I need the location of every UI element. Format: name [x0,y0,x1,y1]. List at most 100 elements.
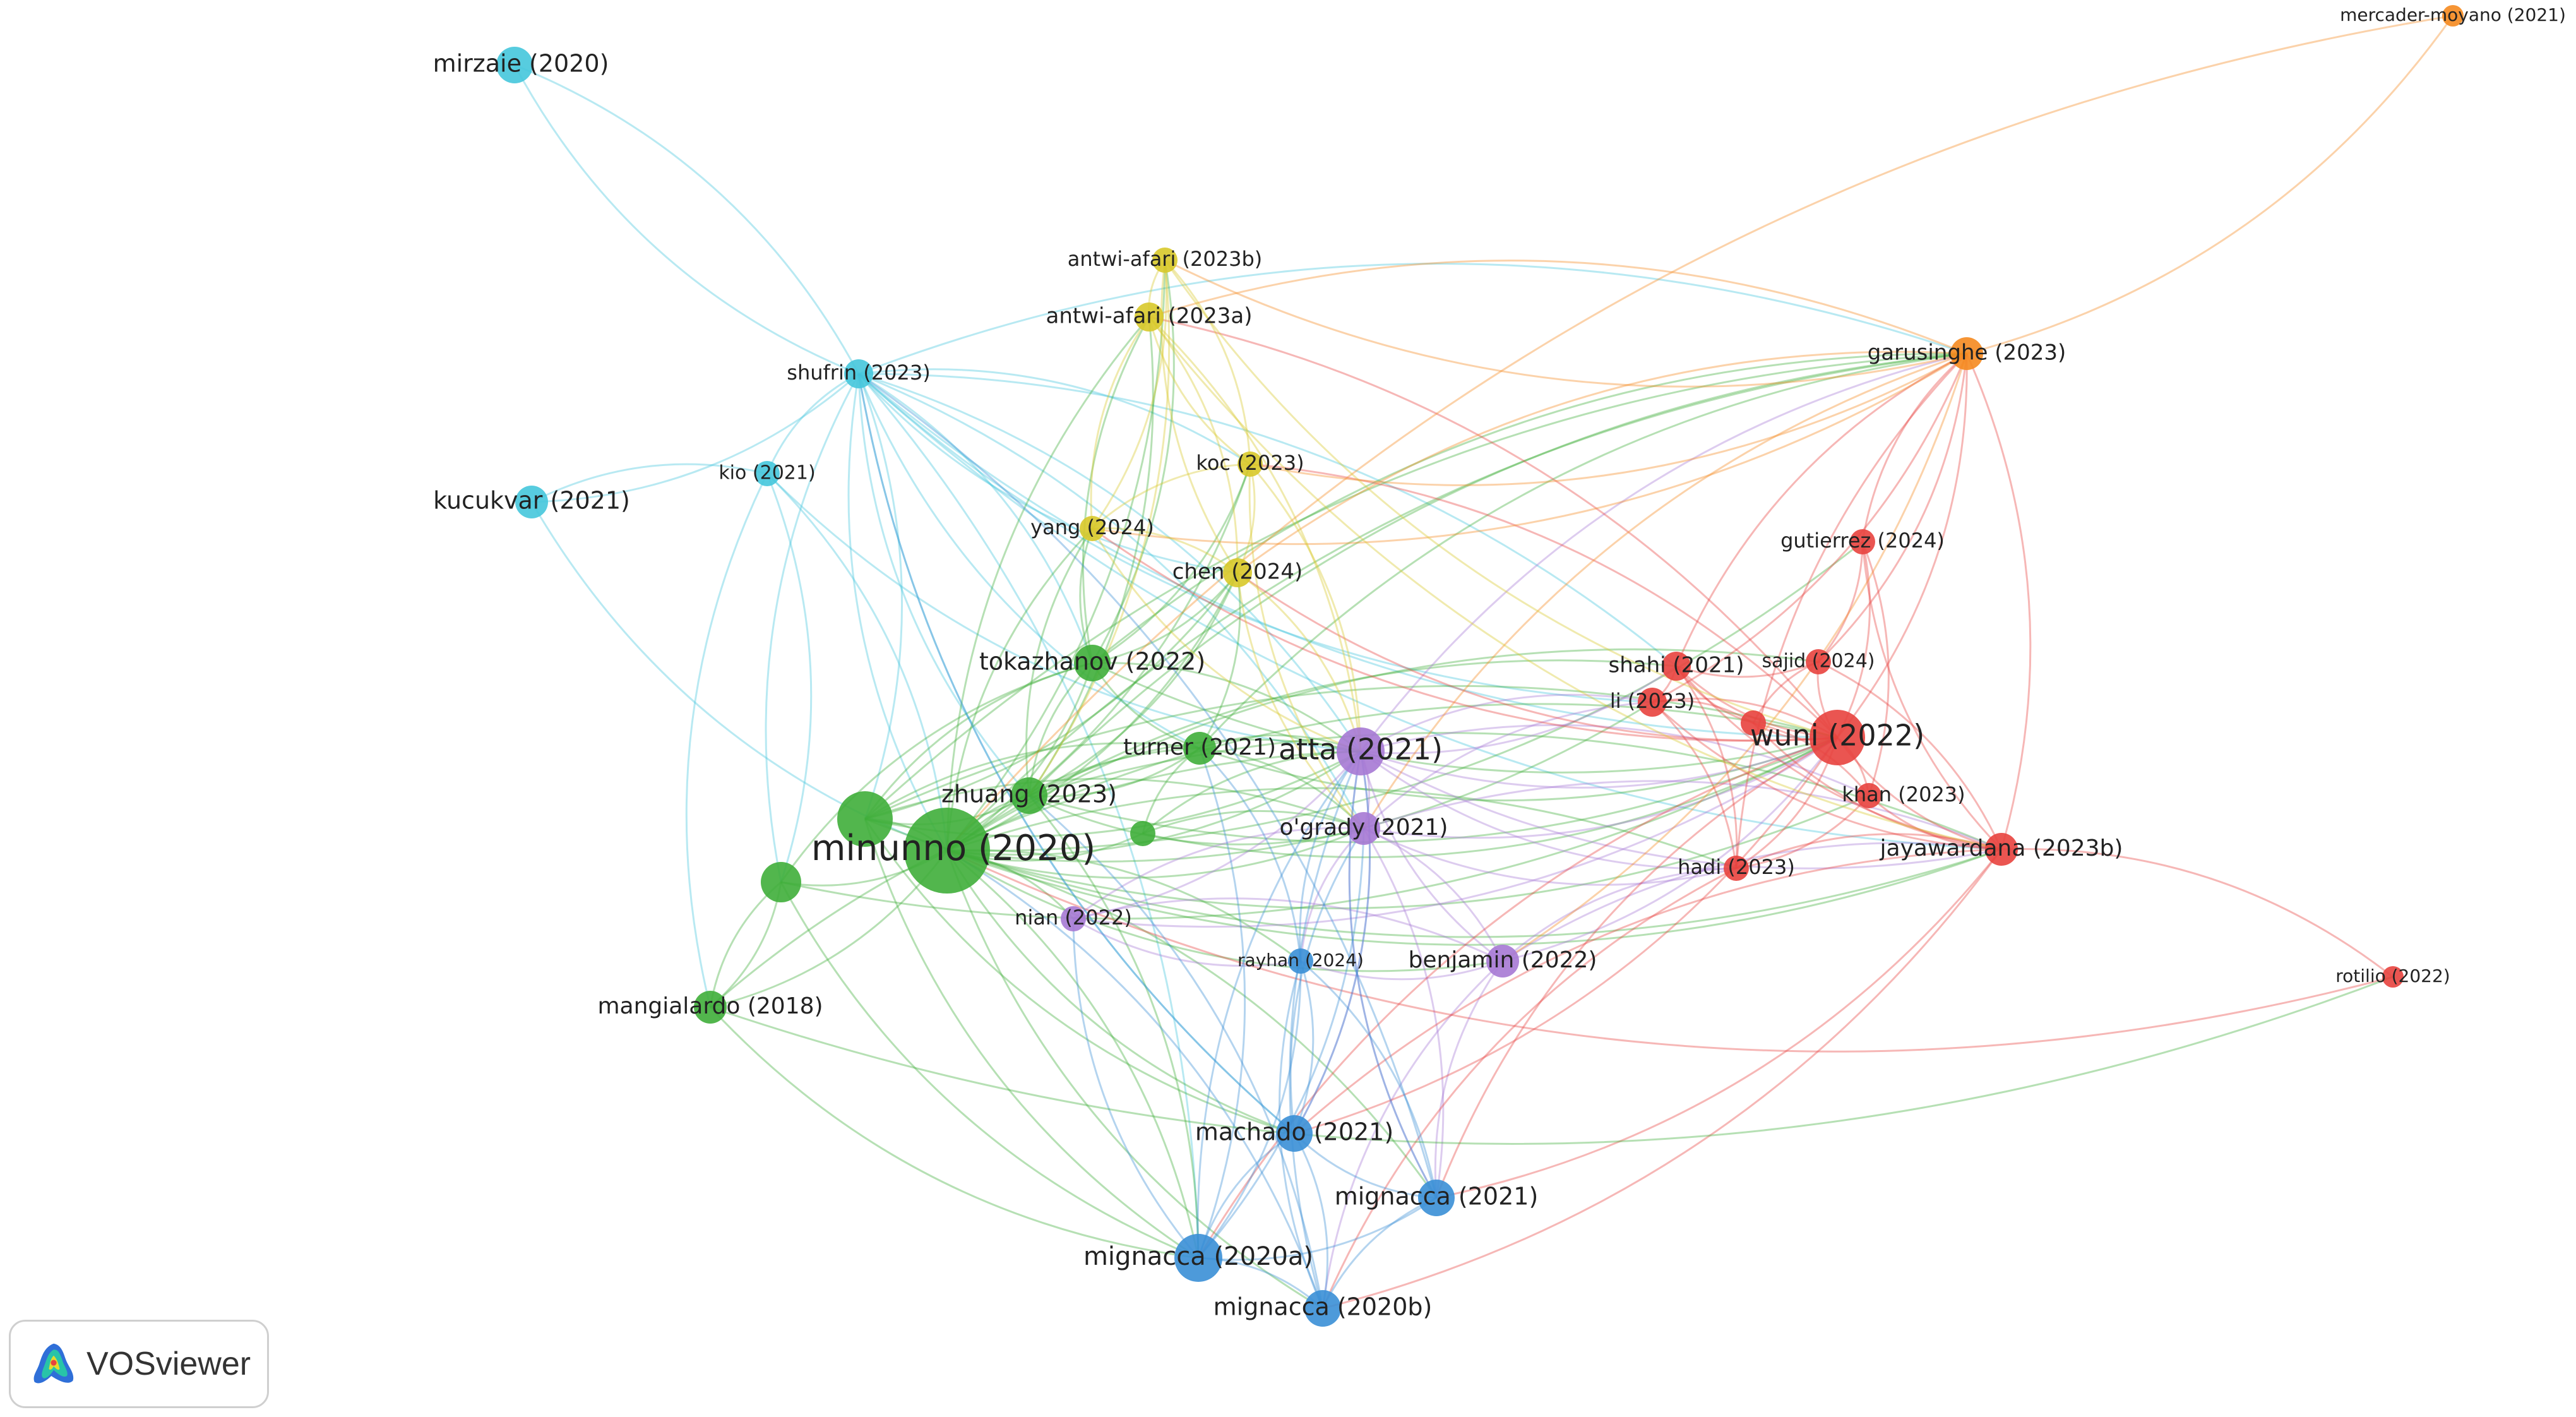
network-link [1091,260,1175,664]
network-link [1360,736,1838,789]
network-link [530,501,948,852]
node-label-rayhan2024[interactable]: rayhan (2024) [1237,950,1364,971]
node-antwiafari2023a[interactable] [1135,302,1164,332]
network-link [1164,260,1838,739]
node-label-li2023[interactable]: li (2023) [1610,689,1695,713]
node-nian2022[interactable] [1061,906,1086,931]
node-label-turner2021[interactable]: turner (2021) [1123,734,1276,760]
node-koc2023[interactable] [1237,451,1263,477]
node-label-mignacca2020b[interactable]: mignacca (2020b) [1213,1293,1433,1321]
node-label-ogrady2021[interactable]: o'grady (2021) [1280,815,1448,840]
node-label-benjamin2022[interactable]: benjamin (2022) [1409,947,1597,973]
node-mignacca2020b[interactable] [1304,1290,1341,1327]
node-label-minunno2020[interactable]: minunno (2020) [811,828,1095,869]
network-link [1502,737,1839,962]
node-label-kio2021[interactable]: kio (2021) [719,462,815,484]
node-sajid2024[interactable] [1806,649,1831,674]
node-label-garusinghe2023[interactable]: garusinghe (2023) [1868,340,2066,366]
node-label-sajid2024[interactable]: sajid (2024) [1762,650,1875,673]
node-label-hadi2023[interactable]: hadi (2023) [1678,855,1795,879]
node-label-shahi2021[interactable]: shahi (2021) [1609,653,1744,678]
node-mignacca2020a[interactable] [1174,1234,1222,1282]
node-yang2024[interactable] [1080,516,1105,541]
node-label-tokazhanov2022[interactable]: tokazhanov (2022) [979,648,1205,676]
node-atta2021[interactable] [1337,727,1385,775]
node-label-shufrin2023[interactable]: shufrin (2023) [787,361,930,385]
network-link [946,849,1503,972]
node-li2023[interactable] [1638,688,1667,717]
node-kucukvar2021[interactable] [515,486,548,518]
node-hadi2023[interactable] [1724,856,1749,881]
node-label-koc2023[interactable]: koc (2023) [1196,451,1304,475]
node-label-antwiafari2023a[interactable]: antwi-afari (2023a) [1046,304,1252,329]
node-label-atta2021[interactable]: atta (2021) [1279,732,1443,767]
network-link [857,373,1653,703]
network-link [946,260,1166,851]
node-shahi2021[interactable] [1662,652,1691,681]
node-mignacca2021[interactable] [1418,1180,1455,1216]
node-chen2024[interactable] [1223,558,1252,587]
node-turner2021[interactable] [1183,732,1216,765]
node-jayawardana2023b[interactable] [1985,833,2018,866]
node-g_big[interactable] [837,791,893,847]
node-shufrin2023[interactable] [844,359,873,388]
node-label-zhuang2023[interactable]: zhuang (2023) [941,780,1117,808]
node-label-jayawardana2023b[interactable]: jayawardana (2023b) [1880,835,2123,861]
node-zhuang2023[interactable] [1011,777,1047,814]
network-link [1676,661,1819,678]
network-link [1249,463,1362,752]
node-khan2023[interactable] [1856,783,1881,808]
network-link [1197,960,1302,1259]
network-link [1861,352,1967,542]
network-link [858,373,1677,667]
node-label-rotilio2022[interactable]: rotilio (2022) [2335,966,2450,986]
node-label-mirzaie2020[interactable]: mirzaie (2020) [433,50,609,78]
network-link [1028,795,1200,1259]
node-label-nian2022[interactable]: nian (2022) [1015,906,1132,930]
node-label-gutierrez2024[interactable]: gutierrez (2024) [1780,529,1945,553]
node-label-kucukvar2021[interactable]: kucukvar (2021) [433,487,630,515]
network-link [513,64,859,375]
node-label-mignacca2020a[interactable]: mignacca (2020a) [1083,1242,1313,1271]
node-ogrady2021[interactable] [1347,812,1380,845]
node-label-mercadermoyano2021[interactable]: mercader-moyano (2021) [2340,4,2566,25]
node-garusinghe2023[interactable] [1950,337,1983,370]
vosviewer-logo[interactable]: VOSviewer [9,1320,269,1408]
node-label-wuni2022[interactable]: wuni (2022) [1750,719,1924,753]
node-mercadermoyano2021[interactable] [2442,5,2464,27]
node-rayhan2024[interactable] [1288,948,1313,974]
node-g_small[interactable] [1130,821,1155,846]
node-gutierrez2024[interactable] [1850,529,1875,554]
node-g_mid[interactable] [761,862,801,902]
node-label-yang2024[interactable]: yang (2024) [1030,515,1154,539]
node-mirzaie2020[interactable] [496,47,533,83]
node-wuni2022[interactable] [1810,710,1865,765]
node-label-machado2021[interactable]: machado (2021) [1195,1118,1393,1146]
network-link [1091,528,1361,753]
node-label-antwiafari2023b[interactable]: antwi-afari (2023b) [1068,247,1262,271]
network-link [857,373,1030,796]
node-tokazhanov2022[interactable] [1074,645,1111,681]
network-link [1092,352,1967,546]
network-link [858,373,1365,829]
node-label-khan2023[interactable]: khan (2023) [1842,782,1965,806]
network-link [1249,463,1839,739]
node-antwiafari2023b[interactable] [1152,248,1178,273]
node-r_small[interactable] [1741,710,1766,736]
node-label-mignacca2021[interactable]: mignacca (2021) [1335,1183,1539,1211]
network-link [1197,736,1838,1259]
node-minunno2020[interactable] [904,808,990,894]
node-rotilio2022[interactable] [2382,966,2404,988]
node-label-chen2024[interactable]: chen (2024) [1172,559,1303,585]
node-label-mangialardo2018[interactable]: mangialardo (2018) [597,993,823,1019]
network-link [1164,259,1967,388]
node-mangialardo2018[interactable] [694,991,727,1024]
network-link [1363,780,2002,851]
node-kio2021[interactable] [754,461,780,486]
node-benjamin2022[interactable] [1486,945,1519,978]
vosviewer-logo-icon [33,1343,74,1384]
node-machado2021[interactable] [1276,1115,1313,1152]
network-link [946,15,2454,851]
network-link [857,373,1295,1135]
